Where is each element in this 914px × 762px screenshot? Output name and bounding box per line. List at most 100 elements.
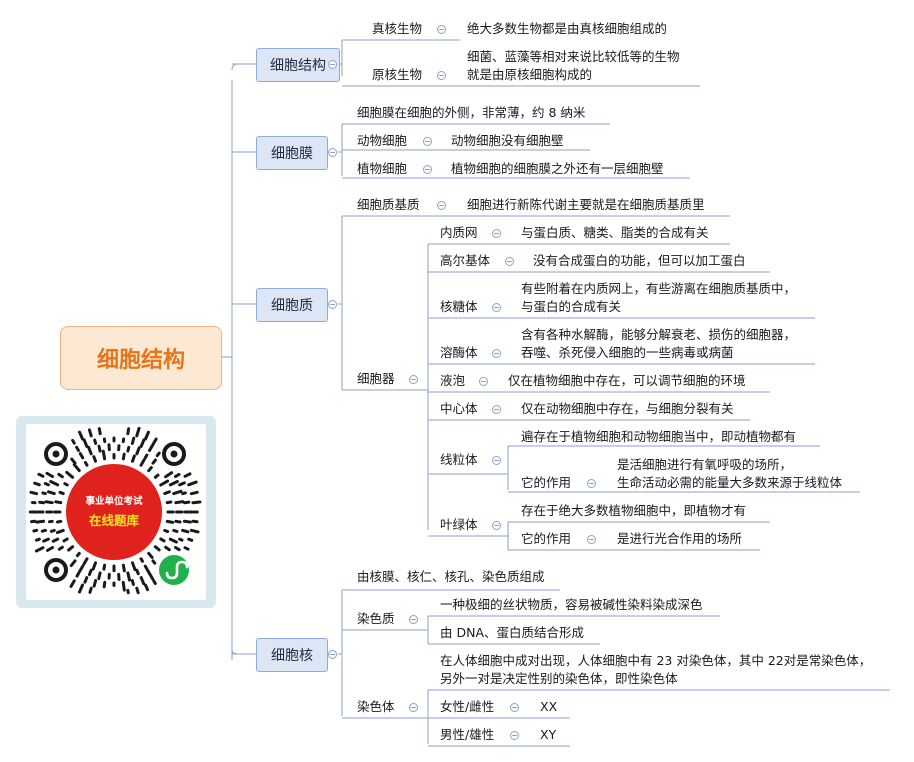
qr-spoke xyxy=(82,438,89,448)
qr-spoke xyxy=(62,537,69,543)
qr-spoke xyxy=(183,472,192,478)
chromosome-desc-line2: 另外一对是决定性别的染色体，即性染色体 xyxy=(440,671,678,686)
qr-code-panel: 事业单位考试 在线题库 xyxy=(16,416,216,608)
qr-spoke xyxy=(75,551,81,558)
qr-spoke xyxy=(130,579,135,586)
er-desc: 与蛋白质、糖类、脂类的合成有关 xyxy=(521,225,709,240)
collapse-toggle-icon[interactable] xyxy=(328,300,337,309)
qr-spoke xyxy=(181,528,190,534)
qr-spoke xyxy=(152,437,158,445)
collapse-toggle-icon[interactable] xyxy=(587,535,596,544)
mitochondria-desc: 遍存在于植物细胞和动物细胞当中，即动植物都有 xyxy=(521,429,797,444)
collapse-toggle-icon[interactable] xyxy=(437,71,446,80)
plant-cell-desc: 植物细胞的细胞膜之外还有一层细胞壁 xyxy=(451,161,664,176)
topic-chromosome[interactable]: 染色体 xyxy=(357,699,395,714)
qr-spoke xyxy=(41,491,47,496)
topic-organelles[interactable]: 细胞器 xyxy=(357,371,395,386)
qr-spoke xyxy=(93,438,98,445)
qr-spoke xyxy=(49,528,56,533)
female-value: XX xyxy=(540,699,558,714)
collapse-toggle-icon[interactable] xyxy=(423,137,432,146)
mitochondria-role-line1: 是活细胞进行有氧呼吸的场所， xyxy=(617,457,793,472)
collapse-toggle-icon[interactable] xyxy=(510,703,519,712)
qr-spoke xyxy=(173,546,181,552)
topic-cytoplasm-matrix[interactable]: 细胞质基质 xyxy=(357,197,420,212)
qr-spoke xyxy=(45,471,55,478)
collapse-toggle-icon[interactable] xyxy=(492,521,501,530)
topic-mitochondria-role[interactable]: 它的作用 xyxy=(521,475,572,490)
qr-spoke xyxy=(159,479,170,487)
chloroplast-role-desc: 是进行光合作用的场所 xyxy=(617,531,743,546)
qr-spoke xyxy=(83,460,89,467)
collapse-toggle-icon[interactable] xyxy=(492,349,501,358)
topic-vacuole[interactable]: 液泡 xyxy=(440,373,466,388)
qr-spoke xyxy=(56,519,63,524)
qr-spoke xyxy=(43,482,50,487)
topic-lysosome[interactable]: 溶酶体 xyxy=(440,345,478,360)
qr-spoke xyxy=(174,500,185,505)
qr-spoke xyxy=(58,490,65,496)
qr-spoke xyxy=(91,561,98,571)
topic-golgi[interactable]: 高尔基体 xyxy=(440,253,491,268)
collapse-toggle-icon[interactable] xyxy=(437,25,446,34)
qr-spoke xyxy=(159,537,166,543)
qr-spoke xyxy=(51,537,60,543)
qr-spoke xyxy=(135,426,141,438)
qr-spoke xyxy=(153,473,160,479)
qr-spoke xyxy=(143,453,149,460)
topic-chromatin[interactable]: 染色质 xyxy=(357,611,395,626)
chromatin-desc-2: 由 DNA、蛋白质结合形成 xyxy=(440,625,585,640)
collapse-toggle-icon[interactable] xyxy=(409,703,418,712)
collapse-toggle-icon[interactable] xyxy=(328,650,337,659)
collapse-toggle-icon[interactable] xyxy=(328,60,337,69)
collapse-toggle-icon[interactable] xyxy=(510,731,519,740)
qr-spoke xyxy=(126,445,131,453)
root-topic[interactable]: 细胞结构 xyxy=(60,326,222,390)
qr-spoke xyxy=(87,428,93,438)
topic-female[interactable]: 女性/雌性 xyxy=(440,699,495,714)
collapse-toggle-icon[interactable] xyxy=(492,456,501,465)
qr-code-icon[interactable]: 事业单位考试 在线题库 xyxy=(26,424,206,600)
topic-er[interactable]: 内质网 xyxy=(440,225,478,240)
qr-spoke xyxy=(143,430,150,441)
topic-male[interactable]: 男性/雄性 xyxy=(440,727,495,742)
collapse-toggle-icon[interactable] xyxy=(409,375,418,384)
topic-prokaryote[interactable]: 原核生物 xyxy=(372,67,423,82)
qr-spoke xyxy=(33,481,41,487)
qr-spoke xyxy=(87,568,93,577)
topic-mitochondria[interactable]: 线粒体 xyxy=(440,452,478,467)
topic-nucleus[interactable]: 细胞核 xyxy=(256,638,328,672)
collapse-toggle-icon[interactable] xyxy=(328,148,337,157)
collapse-toggle-icon[interactable] xyxy=(479,377,488,386)
collapse-toggle-icon[interactable] xyxy=(505,257,514,266)
topic-eukaryote[interactable]: 真核生物 xyxy=(372,21,423,36)
qr-spoke xyxy=(148,571,155,581)
topic-animal-cell[interactable]: 动物细胞 xyxy=(357,133,408,148)
eukaryote-desc: 绝大多数生物都是由真核细胞组成的 xyxy=(467,21,668,36)
collapse-toggle-icon[interactable] xyxy=(492,229,501,238)
qr-spoke xyxy=(174,519,182,524)
topic-cytoplasm[interactable]: 细胞质 xyxy=(256,288,328,322)
collapse-toggle-icon[interactable] xyxy=(437,201,446,210)
qr-spoke xyxy=(46,546,55,552)
topic-cell-structure[interactable]: 细胞结构 xyxy=(256,48,340,82)
qr-spoke xyxy=(130,561,137,572)
qr-spoke xyxy=(152,579,157,586)
collapse-toggle-icon[interactable] xyxy=(423,165,432,174)
collapse-toggle-icon[interactable] xyxy=(492,303,501,312)
topic-cell-membrane[interactable]: 细胞膜 xyxy=(256,136,328,170)
topic-centrosome[interactable]: 中心体 xyxy=(440,401,478,416)
topic-ribosome[interactable]: 核糖体 xyxy=(440,299,478,314)
mini-program-icon xyxy=(159,555,189,585)
qr-spoke xyxy=(77,583,85,594)
qr-spoke xyxy=(135,568,140,576)
collapse-toggle-icon[interactable] xyxy=(492,405,501,414)
topic-chloroplast-role[interactable]: 它的作用 xyxy=(521,531,572,546)
topic-plant-cell[interactable]: 植物细胞 xyxy=(357,161,408,176)
collapse-toggle-icon[interactable] xyxy=(587,479,596,488)
qr-spoke xyxy=(40,528,47,533)
qr-spoke xyxy=(181,491,187,496)
qr-spoke xyxy=(77,564,85,574)
topic-chloroplast[interactable]: 叶绿体 xyxy=(440,517,478,532)
collapse-toggle-icon[interactable] xyxy=(409,615,418,624)
